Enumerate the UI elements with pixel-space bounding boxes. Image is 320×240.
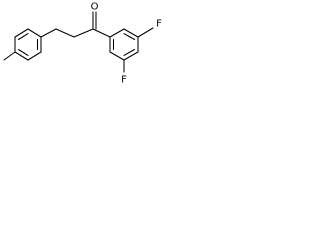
fluorine-top-label: F [156,19,162,30]
bond-chain-1 [40,28,57,38]
bond-ring1-c [27,28,42,38]
difluorophenyl-ring [109,28,139,61]
tolyl-ring [14,28,42,61]
bond-ring1-b [14,28,29,38]
fluorine-bottom-label: F [121,75,127,86]
chemical-structure-diagram: O F F [3,2,162,86]
bond-ring2-e [109,51,125,61]
bond-ring2-double-2 [123,48,136,56]
bond-chain-3 [73,28,94,38]
oxygen-label: O [91,2,99,13]
bond-ring1-f [14,51,29,61]
bond-ring2-double-1 [123,33,136,41]
bond-ring1-double-3 [17,48,29,56]
bond-ring2-d [123,51,139,61]
bond-ring2-b [123,28,139,38]
propanone-chain [40,11,111,38]
bond-chain-4 [92,28,111,38]
bond-ring1-double-1 [17,33,29,41]
bond-methyl [3,51,16,61]
bond-ring2-a [109,28,125,38]
bond-ring1-e [27,51,42,61]
bond-chain-2 [55,28,75,38]
bond-fluorine-top [137,27,154,38]
